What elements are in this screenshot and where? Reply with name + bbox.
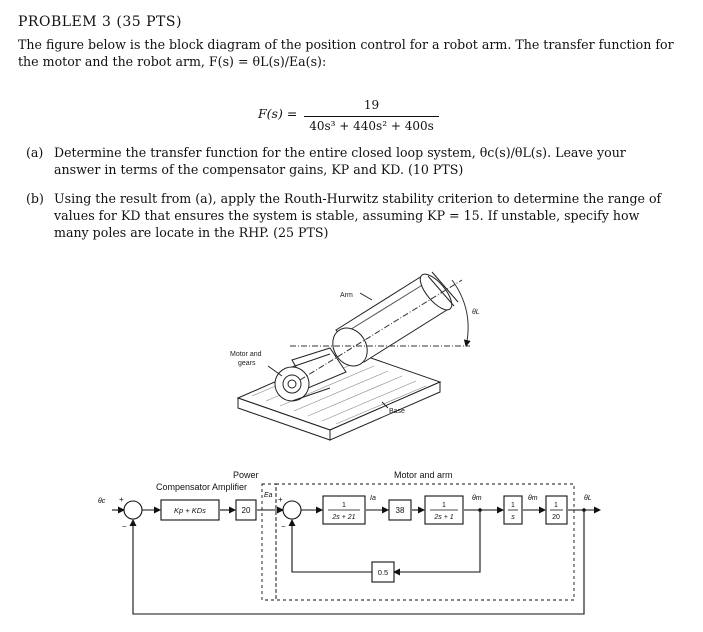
part-a-text: Determine the transfer function for the … xyxy=(54,145,626,177)
arm-base xyxy=(236,349,442,441)
robot-arm-illustration xyxy=(236,271,471,441)
output-label: θL xyxy=(584,495,592,502)
angle-arc xyxy=(451,279,471,347)
motor-gears xyxy=(274,353,331,402)
arm-leader-line xyxy=(359,292,373,301)
angle-label: θL xyxy=(472,309,480,316)
motor-label-line-2: gears xyxy=(238,360,256,367)
torque-constant-block xyxy=(388,499,412,521)
equation-fraction: 19 40s³ + 440s² + 400s xyxy=(304,98,439,133)
arm-label: Arm xyxy=(340,292,353,299)
block-1-denominator: 2s + 21 xyxy=(331,514,355,521)
input-signal-label: θc xyxy=(98,498,106,505)
motor-leader-line xyxy=(267,365,283,377)
fraction-bar xyxy=(304,116,439,117)
input-minus-sign: − xyxy=(122,522,127,531)
base-label: Base xyxy=(389,408,405,415)
input-plus-sign: + xyxy=(119,495,124,504)
feedback-block-text: 0.5 xyxy=(378,568,388,577)
base-leader-line xyxy=(381,401,389,409)
power-label: Power xyxy=(233,470,259,480)
part-b-text: Using the result from (a), apply the Rou… xyxy=(54,191,662,240)
equation-numerator: 19 xyxy=(363,98,380,112)
arm-axis-line xyxy=(299,279,463,381)
torque-block-text: 38 xyxy=(396,506,405,515)
block-4-denominator: 20 xyxy=(552,514,560,521)
block-diagram xyxy=(112,483,601,615)
part-b-label: (b) xyxy=(26,191,44,206)
amplifier-label: Compensator Amplifier xyxy=(156,482,247,492)
equation-lhs: F(s) = xyxy=(258,106,298,121)
motor-arm-dashed-box xyxy=(275,483,575,601)
motor-arm-label: Motor and arm xyxy=(394,470,453,480)
block-4-numerator: 1 xyxy=(554,502,558,509)
input-summing-junction xyxy=(123,500,143,520)
block-3-denominator: s xyxy=(511,514,515,521)
amplifier-block-text: 20 xyxy=(242,506,251,515)
block-3-numerator: 1 xyxy=(511,502,515,509)
ia-label: Ia xyxy=(370,495,376,502)
amplifier-dashed-box xyxy=(261,483,277,601)
ea-label: Ea xyxy=(264,492,273,499)
motor-label-line-1: Motor and xyxy=(230,351,262,358)
block-1-numerator: 1 xyxy=(342,502,346,509)
inner-minus-sign: − xyxy=(281,522,286,531)
problem-heading: PROBLEM 3 (35 PTS) xyxy=(18,14,182,30)
inner-summing-junction xyxy=(282,500,302,520)
inner-plus-sign: + xyxy=(278,495,283,504)
problem-intro: The figure below is the block diagram of… xyxy=(18,37,674,69)
block-2-numerator: 1 xyxy=(442,502,446,509)
theta-m-label: θm xyxy=(528,495,538,502)
amplifier-block xyxy=(235,499,257,521)
omega-m-label: θm xyxy=(472,495,482,502)
block-2-denominator: 2s + 1 xyxy=(433,514,453,521)
compensator-block xyxy=(160,499,220,521)
compensator-block-text: Kp + KDs xyxy=(174,506,206,515)
equation-denominator: 40s³ + 440s² + 400s xyxy=(309,119,434,133)
part-a-label: (a) xyxy=(26,145,44,160)
arm-body xyxy=(332,271,459,367)
